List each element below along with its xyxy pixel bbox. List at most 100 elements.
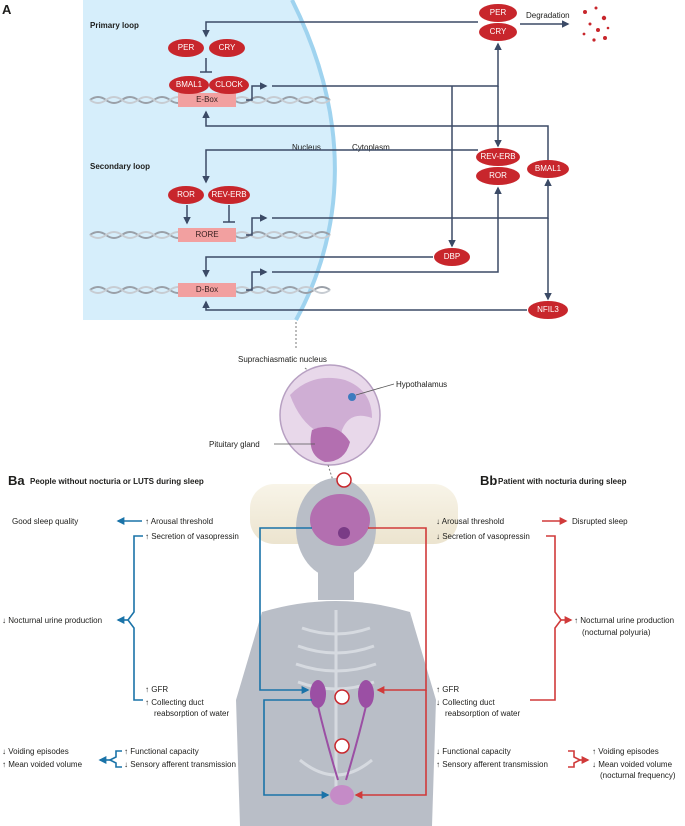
- rev-erb-ror-import-arrow: [202, 149, 478, 184]
- ba-mean-voided: ↑ Mean voided volume: [2, 760, 83, 769]
- ba-sensory: ↓ Sensory afferent transmission: [124, 760, 236, 769]
- secondary-loop-label: Secondary loop: [90, 162, 150, 171]
- per-label-nucleus: PER: [178, 43, 195, 52]
- nfil3-label: NFIL3: [537, 305, 559, 314]
- ror-label-cytoplasm: ROR: [489, 171, 507, 180]
- rore-box: [178, 228, 236, 242]
- hypothalamus-label: Hypothalamus: [396, 380, 447, 389]
- ebox-label: E-Box: [196, 95, 218, 104]
- cytoplasm-label: Cytoplasm: [352, 143, 390, 152]
- ebox-box: [178, 93, 236, 107]
- dbp-import-arrow: [202, 256, 433, 278]
- cry-protein-nucleus: [209, 39, 245, 57]
- ba-urine-bracket: [127, 535, 143, 701]
- rore-label: RORE: [195, 230, 218, 239]
- dbox-to-rev-erb-ror: [272, 186, 502, 273]
- panel-bb-title: Patient with nocturia during sleep: [498, 477, 627, 486]
- bb-vasopressin: ↓ Secretion of vasopressin: [436, 532, 530, 541]
- brain-in-head: [310, 494, 370, 546]
- bb-duct2: reabsorption of water: [445, 709, 520, 718]
- ror-protein-cytoplasm: [476, 167, 520, 185]
- rev-erb-label-nucleus: REV-ERB: [211, 190, 246, 199]
- pituitary-label: Pituitary gland: [209, 440, 260, 449]
- dbox-transcription-arrow: [246, 268, 268, 291]
- bmal1-protein-nucleus: [169, 76, 209, 94]
- degradation-particles: [582, 6, 610, 42]
- clock-label: CLOCK: [215, 80, 243, 89]
- nfil3-protein: [528, 301, 568, 319]
- per-cry-import-arrow: [202, 21, 478, 38]
- cry-protein-cytoplasm: [479, 23, 517, 41]
- brain-to-kidney-blue: [259, 527, 312, 694]
- dbp-label: DBP: [444, 252, 460, 261]
- ba-duct2: reabsorption of water: [154, 709, 229, 718]
- rore-transcription-arrow: [246, 214, 268, 236]
- bb-gfr: ↑ GFR: [436, 685, 459, 694]
- circadian-clock-icon-bladder: [334, 738, 350, 754]
- bb-voiding: ↑ Voiding episodes: [592, 747, 659, 756]
- ror-protein-nucleus: [168, 186, 204, 204]
- bb-voiding-bracket: [568, 750, 582, 768]
- panel-bb-label: Bb: [480, 473, 497, 488]
- ror-label-nucleus: ROR: [177, 190, 195, 199]
- nucleus-region: [83, 0, 335, 320]
- bmal1-label-cytoplasm: BMAL1: [535, 164, 562, 173]
- bb-arousal: ↓ Arousal threshold: [436, 517, 504, 526]
- hypothalamus-leader: [355, 383, 395, 396]
- ba-voiding: ↓ Voiding episodes: [2, 747, 69, 756]
- bmal1-label-nucleus: BMAL1: [176, 80, 203, 89]
- panel-ba-label: Ba: [8, 473, 25, 488]
- per-protein-cytoplasm: [479, 4, 517, 22]
- ba-functional: ↑ Functional capacity: [124, 747, 199, 756]
- dbox-box: [178, 283, 236, 297]
- nuclear-membrane: [290, 0, 337, 321]
- primary-loop-label: Primary loop: [90, 21, 139, 30]
- per-label-cytoplasm: PER: [490, 8, 507, 17]
- per-cry-repression: [200, 58, 212, 73]
- kidney-to-bladder-red: [354, 690, 427, 799]
- clock-protein: [209, 76, 249, 94]
- kidney-to-bladder-blue: [263, 699, 330, 799]
- ba-vasopressin: ↑ Secretion of vasopressin: [145, 532, 239, 541]
- ba-gfr: ↑ GFR: [145, 685, 168, 694]
- bb-urine1: ↑ Nocturnal urine production: [574, 616, 674, 625]
- degradation-label: Degradation: [526, 11, 570, 20]
- bb-disrupted: Disrupted sleep: [572, 517, 628, 526]
- kidneys: [310, 680, 374, 708]
- ba-arousal: ↑ Arousal threshold: [145, 517, 213, 526]
- bb-mean-voided1: ↓ Mean voided volume: [592, 760, 673, 769]
- ureters: [317, 705, 367, 781]
- bb-duct1: ↓ Collecting duct: [436, 698, 495, 707]
- per-protein-nucleus: [168, 39, 204, 57]
- brain-zoom-circle: [279, 364, 381, 466]
- scn-label: Suprachiasmatic nucleus: [238, 355, 327, 364]
- rev-erb-protein-nucleus: [208, 186, 250, 204]
- rev-erb-label-cytoplasm: REV-ERB: [480, 152, 515, 161]
- circadian-clock-icon-kidney: [334, 689, 350, 705]
- ba-duct1: ↑ Collecting duct: [145, 698, 204, 707]
- nfil3-import-arrow: [202, 300, 527, 311]
- bmal1-import-arrow: [202, 110, 549, 160]
- panel-a-label: A: [2, 2, 12, 17]
- rev-erb-protein-cytoplasm: [476, 148, 520, 166]
- nucleus-label: Nucleus: [292, 143, 321, 152]
- ba-voiding-bracket: [108, 750, 122, 768]
- bb-urine-bracket: [530, 535, 562, 701]
- dbox-label: D-Box: [196, 285, 218, 294]
- bb-sensory: ↑ Sensory afferent transmission: [436, 760, 548, 769]
- brain-to-kidney-red: [368, 527, 427, 694]
- cry-label-nucleus: CRY: [219, 43, 236, 52]
- dbp-protein: [434, 248, 470, 266]
- bb-mean-voided2: (nocturnal frequency): [600, 771, 676, 780]
- cry-label-cytoplasm: CRY: [490, 27, 507, 36]
- ba-good-sleep: Good sleep quality: [12, 517, 78, 526]
- bb-urine2: (nocturnal polyuria): [582, 628, 651, 637]
- circadian-clock-icon-brain: [336, 472, 352, 488]
- ebox-transcription-arrow: [246, 82, 268, 101]
- ba-urine: ↓ Nocturnal urine production: [2, 616, 102, 625]
- bladder: [330, 785, 354, 805]
- rev-erb-repression: [223, 205, 235, 223]
- panel-ba-title: People without nocturia or LUTS during s…: [30, 477, 204, 486]
- bb-functional: ↓ Functional capacity: [436, 747, 511, 756]
